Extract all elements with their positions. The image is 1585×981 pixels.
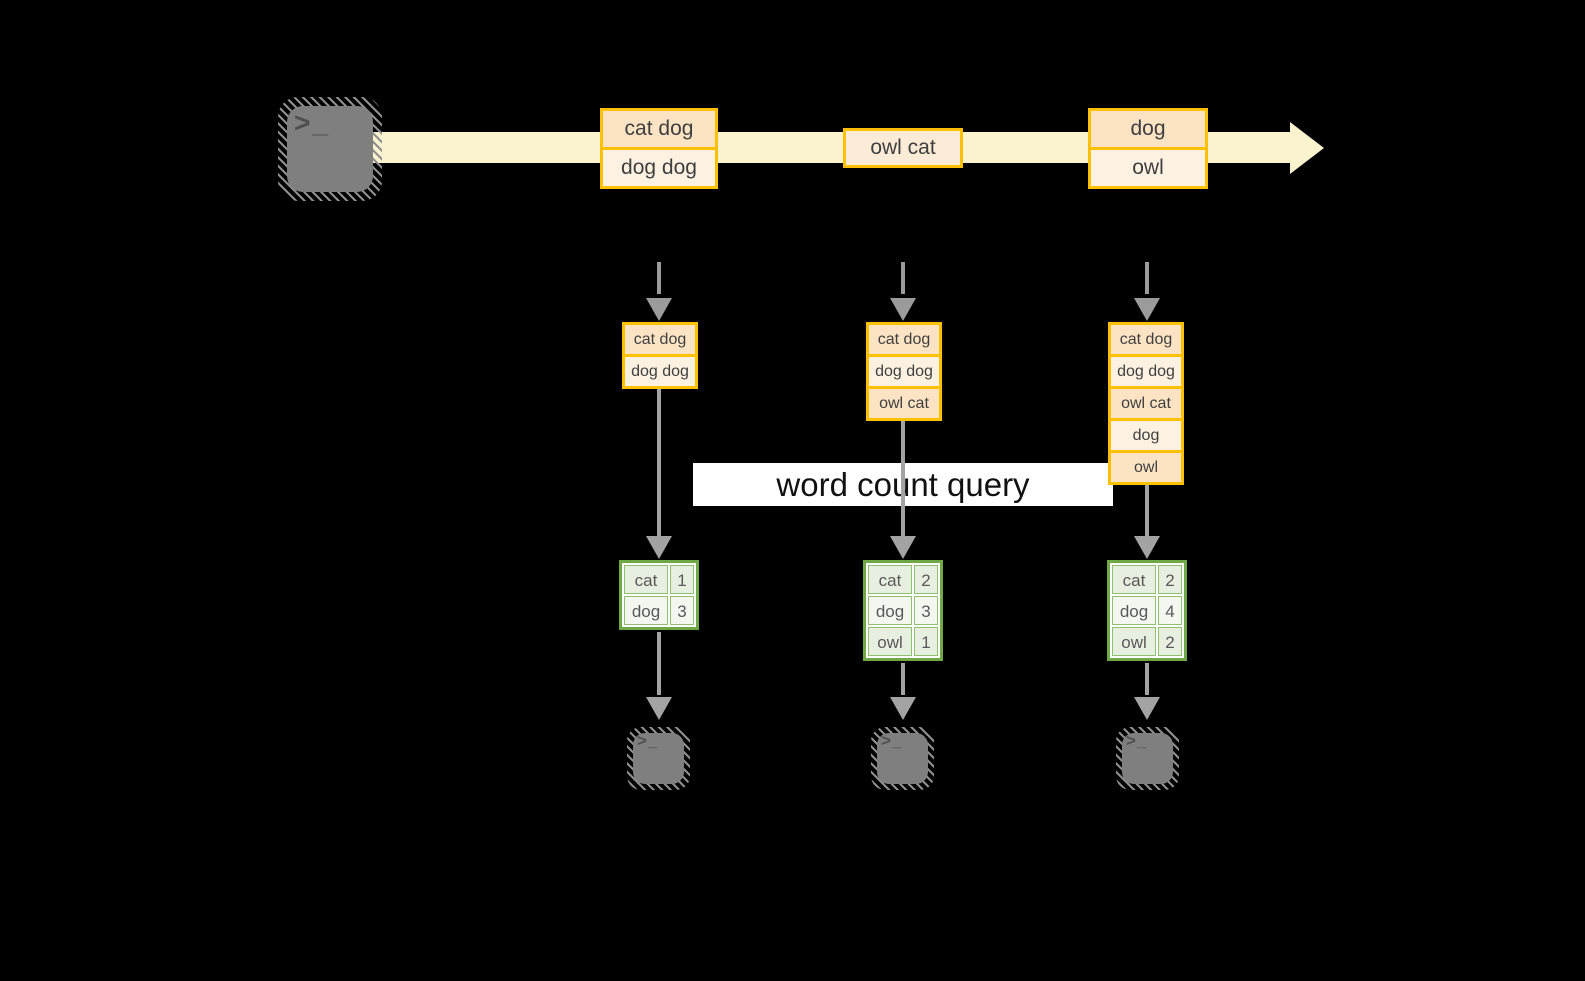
output-arrow xyxy=(901,663,905,695)
terminal-screen xyxy=(1122,733,1173,784)
terminal-prompt-icon: >_ xyxy=(294,107,330,138)
stream-message: dog dog xyxy=(603,147,715,186)
count-cell: 2 xyxy=(914,565,938,594)
ingest-arrow xyxy=(1145,262,1149,294)
word-cell: owl xyxy=(868,627,912,656)
query-arrowhead-icon xyxy=(1134,536,1160,559)
buffered-record: cat dog xyxy=(1111,325,1181,354)
output-arrowhead-icon xyxy=(1134,697,1160,720)
terminal-screen xyxy=(877,733,928,784)
ingest-arrow xyxy=(657,262,661,294)
word-cell: dog xyxy=(868,596,912,625)
query-arrow xyxy=(1145,485,1149,539)
terminal-prompt-icon: >_ xyxy=(1126,731,1148,750)
word-cell: cat xyxy=(624,565,668,594)
word-cell: cat xyxy=(868,565,912,594)
stream-message: owl xyxy=(1091,147,1205,186)
word-cell: dog xyxy=(624,596,668,625)
stream-message: cat dog xyxy=(603,111,715,147)
terminal-screen xyxy=(633,733,684,784)
word-cell: cat xyxy=(1112,565,1156,594)
query-arrow xyxy=(901,421,905,539)
count-cell: 3 xyxy=(670,596,694,625)
stream-timeline-arrowhead-icon xyxy=(1290,122,1324,174)
output-arrow xyxy=(1145,663,1149,695)
buffered-record: cat dog xyxy=(869,325,939,354)
ingest-arrowhead-icon xyxy=(890,298,916,321)
stream-message-group: owl cat xyxy=(843,128,963,168)
query-arrow xyxy=(657,389,661,539)
buffered-record: owl xyxy=(1111,450,1181,482)
sink-terminal-icon: >_ xyxy=(871,727,934,790)
terminal-screen xyxy=(287,106,373,192)
buffered-record: owl cat xyxy=(1111,386,1181,418)
word-cell: owl xyxy=(1112,627,1156,656)
output-arrow xyxy=(657,632,661,695)
terminal-prompt-icon: >_ xyxy=(881,731,903,750)
count-cell: 2 xyxy=(1158,627,1182,656)
buffered-record: dog dog xyxy=(1111,354,1181,386)
query-arrowhead-icon xyxy=(890,536,916,559)
sink-terminal-icon: >_ xyxy=(627,727,690,790)
buffered-record: owl cat xyxy=(869,386,939,418)
count-cell: 2 xyxy=(1158,565,1182,594)
count-cell: 4 xyxy=(1158,596,1182,625)
word-cell: dog xyxy=(1112,596,1156,625)
buffered-record: cat dog xyxy=(625,325,695,354)
buffered-record: dog xyxy=(1111,418,1181,450)
buffered-record: dog dog xyxy=(869,354,939,386)
buffered-record: dog dog xyxy=(625,354,695,386)
terminal-prompt-icon: >_ xyxy=(637,731,659,750)
count-cell: 1 xyxy=(914,627,938,656)
stream-message: owl cat xyxy=(846,131,960,165)
query-arrowhead-icon xyxy=(646,536,672,559)
source-terminal-icon: >_ xyxy=(278,97,382,201)
count-cell: 3 xyxy=(914,596,938,625)
output-arrowhead-icon xyxy=(890,697,916,720)
ingest-arrowhead-icon xyxy=(1134,298,1160,321)
count-cell: 1 xyxy=(670,565,694,594)
ingest-arrow xyxy=(901,262,905,294)
stream-message: dog xyxy=(1091,111,1205,147)
output-arrowhead-icon xyxy=(646,697,672,720)
sink-terminal-icon: >_ xyxy=(1116,727,1179,790)
ingest-arrowhead-icon xyxy=(646,298,672,321)
